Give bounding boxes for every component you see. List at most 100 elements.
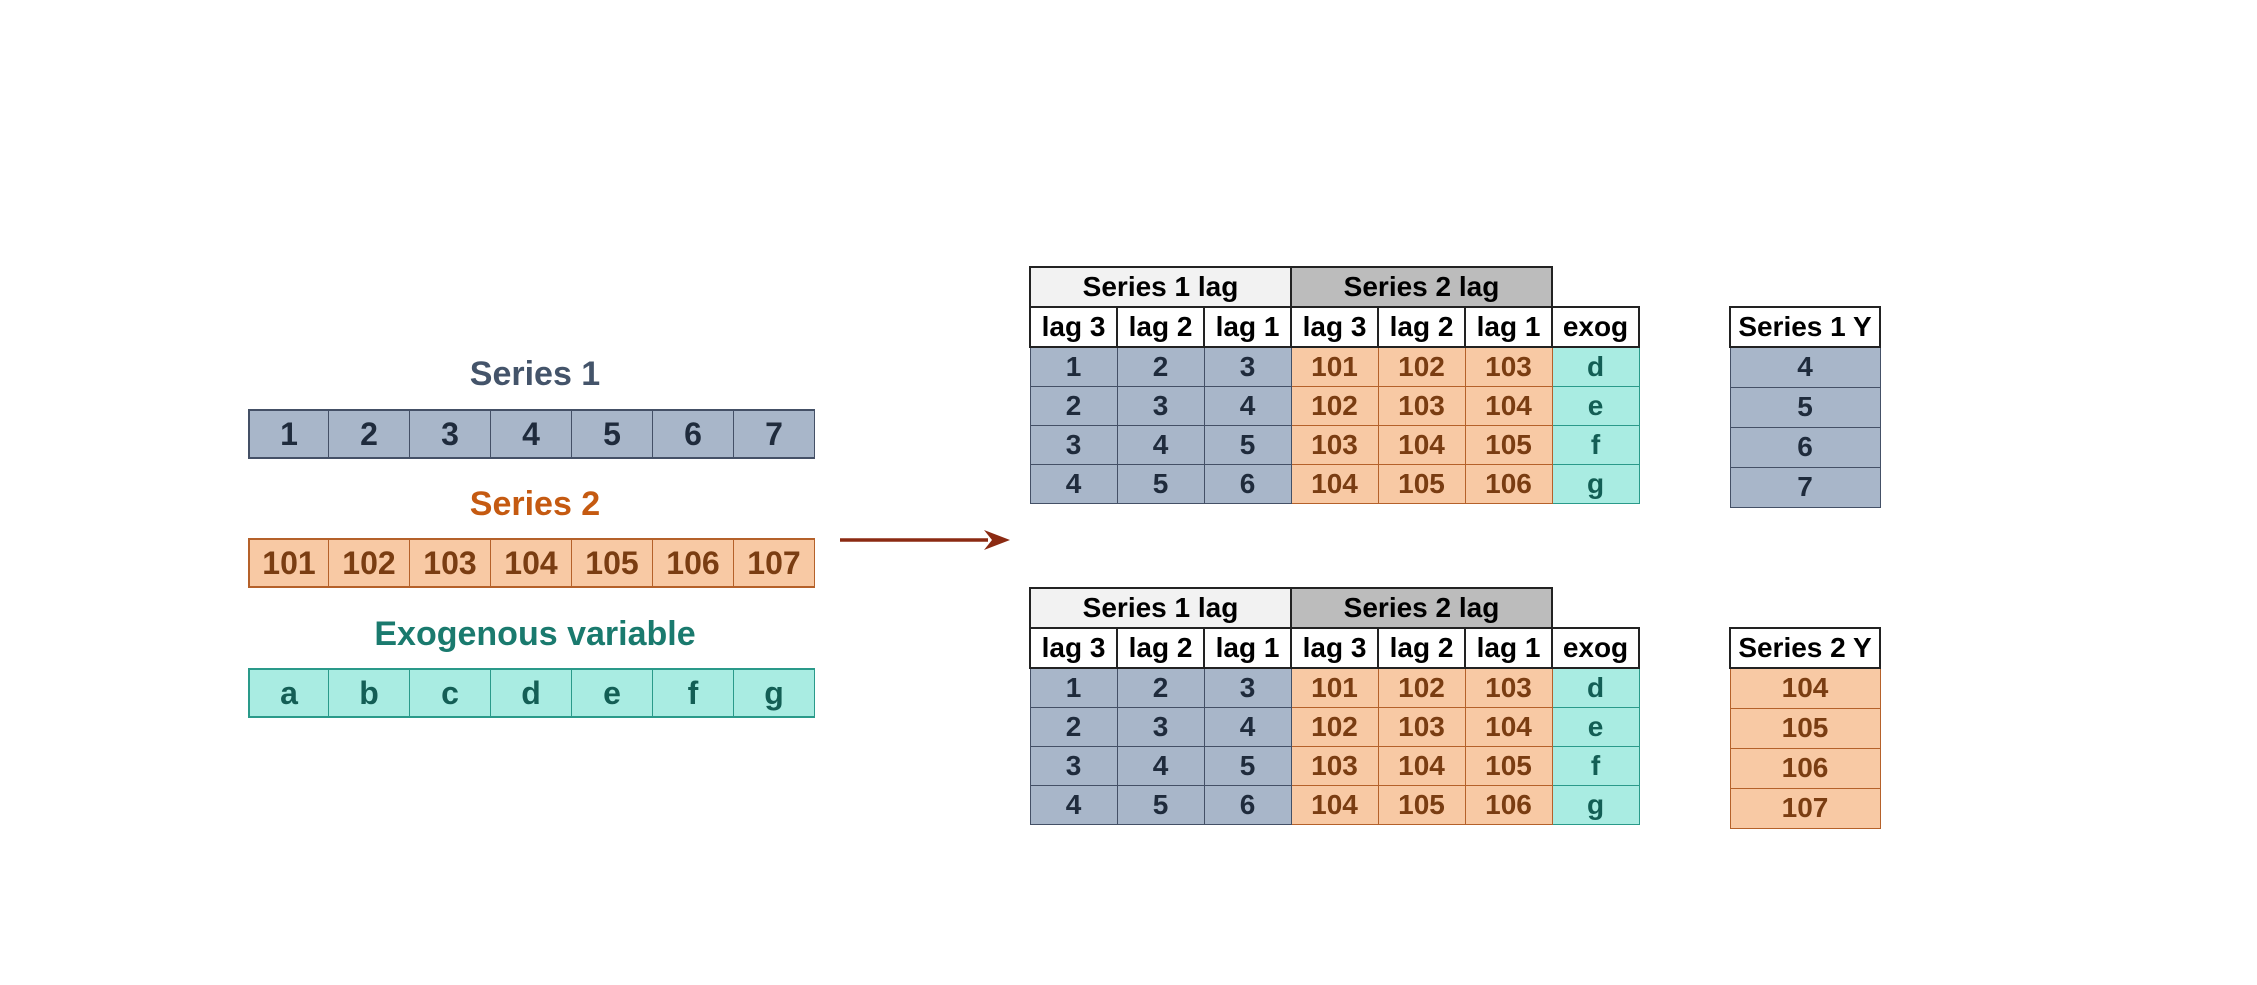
target-cell: 6 bbox=[1729, 426, 1881, 468]
table-cell: 1 bbox=[1029, 667, 1118, 708]
series1-cell: 5 bbox=[572, 409, 653, 459]
table-cell: 105 bbox=[1464, 425, 1553, 465]
target-cell: 5 bbox=[1729, 386, 1881, 428]
column-header: lag 1 bbox=[1203, 306, 1292, 348]
table-cell: 104 bbox=[1377, 425, 1466, 465]
table-cell: 105 bbox=[1377, 785, 1466, 825]
table-cell: e bbox=[1551, 386, 1640, 426]
table-cell: 4 bbox=[1203, 386, 1292, 426]
target-cell: 107 bbox=[1729, 787, 1881, 829]
series1-cell: 6 bbox=[653, 409, 734, 459]
table-cell: g bbox=[1551, 785, 1640, 825]
table-cell: 104 bbox=[1290, 785, 1379, 825]
table-cell: 102 bbox=[1290, 386, 1379, 426]
column-header: lag 3 bbox=[1029, 627, 1118, 669]
table-cell: 103 bbox=[1377, 386, 1466, 426]
table-cell: 103 bbox=[1290, 425, 1379, 465]
group-header: Series 1 lag bbox=[1029, 266, 1292, 308]
table-cell: f bbox=[1551, 746, 1640, 786]
table-cell: e bbox=[1551, 707, 1640, 747]
column-header: lag 1 bbox=[1203, 627, 1292, 669]
table-cell: 5 bbox=[1203, 425, 1292, 465]
table-cell: 6 bbox=[1203, 464, 1292, 504]
series2-cell: 104 bbox=[491, 538, 572, 588]
column-header: lag 2 bbox=[1377, 627, 1466, 669]
table-cell: 4 bbox=[1029, 785, 1118, 825]
target-header: Series 1 Y bbox=[1729, 306, 1881, 348]
table-cell: 101 bbox=[1290, 667, 1379, 708]
table-cell: 1 bbox=[1029, 346, 1118, 387]
table-cell: 104 bbox=[1464, 707, 1553, 747]
exog-cell: c bbox=[410, 668, 491, 718]
table-cell: d bbox=[1551, 667, 1640, 708]
table-cell: 2 bbox=[1029, 386, 1118, 426]
table-cell: 3 bbox=[1203, 346, 1292, 387]
table-cell: 3 bbox=[1116, 707, 1205, 747]
table-cell: 5 bbox=[1116, 785, 1205, 825]
transform-arrow bbox=[840, 530, 1010, 550]
series2-cell: 103 bbox=[410, 538, 491, 588]
table-cell: 103 bbox=[1464, 667, 1553, 708]
table-cell: 103 bbox=[1290, 746, 1379, 786]
exog-cell: g bbox=[734, 668, 815, 718]
series2-cell: 107 bbox=[734, 538, 815, 588]
column-header: lag 2 bbox=[1116, 306, 1205, 348]
series1-cell: 2 bbox=[329, 409, 410, 459]
table-cell: 106 bbox=[1464, 464, 1553, 504]
table-cell: 2 bbox=[1029, 707, 1118, 747]
series1-cell: 1 bbox=[248, 409, 329, 459]
series1-cell: 7 bbox=[734, 409, 815, 459]
column-header: lag 2 bbox=[1116, 627, 1205, 669]
table-cell: 2 bbox=[1116, 667, 1205, 708]
exog-cell: b bbox=[329, 668, 410, 718]
table-cell: g bbox=[1551, 464, 1640, 504]
table-cell: 5 bbox=[1116, 464, 1205, 504]
table-cell: 4 bbox=[1116, 425, 1205, 465]
table-cell: 3 bbox=[1029, 746, 1118, 786]
table-cell: 104 bbox=[1377, 746, 1466, 786]
exog-cell: d bbox=[491, 668, 572, 718]
target-cell: 105 bbox=[1729, 707, 1881, 749]
table-cell: 3 bbox=[1203, 667, 1292, 708]
table-cell: 102 bbox=[1290, 707, 1379, 747]
target-header: Series 2 Y bbox=[1729, 627, 1881, 669]
group-header: Series 2 lag bbox=[1290, 266, 1553, 308]
table-cell: 6 bbox=[1203, 785, 1292, 825]
table-cell: 105 bbox=[1464, 746, 1553, 786]
table-cell: f bbox=[1551, 425, 1640, 465]
column-header: lag 2 bbox=[1377, 306, 1466, 348]
table-cell: 2 bbox=[1116, 346, 1205, 387]
group-header: Series 1 lag bbox=[1029, 587, 1292, 629]
table-cell: d bbox=[1551, 346, 1640, 387]
column-header: lag 1 bbox=[1464, 627, 1553, 669]
series2-title: Series 2 bbox=[469, 485, 601, 523]
series2-cell: 101 bbox=[248, 538, 329, 588]
table-cell: 105 bbox=[1377, 464, 1466, 504]
series2-cell: 105 bbox=[572, 538, 653, 588]
table-cell: 103 bbox=[1464, 346, 1553, 387]
exog-title: Exogenous variable bbox=[374, 615, 696, 653]
table-cell: 106 bbox=[1464, 785, 1553, 825]
column-header: lag 3 bbox=[1029, 306, 1118, 348]
table-cell: 104 bbox=[1464, 386, 1553, 426]
series1-cell: 4 bbox=[491, 409, 572, 459]
table-cell: 102 bbox=[1377, 346, 1466, 387]
column-header: lag 3 bbox=[1290, 627, 1379, 669]
table-cell: 103 bbox=[1377, 707, 1466, 747]
target-cell: 104 bbox=[1729, 667, 1881, 709]
table-cell: 4 bbox=[1029, 464, 1118, 504]
